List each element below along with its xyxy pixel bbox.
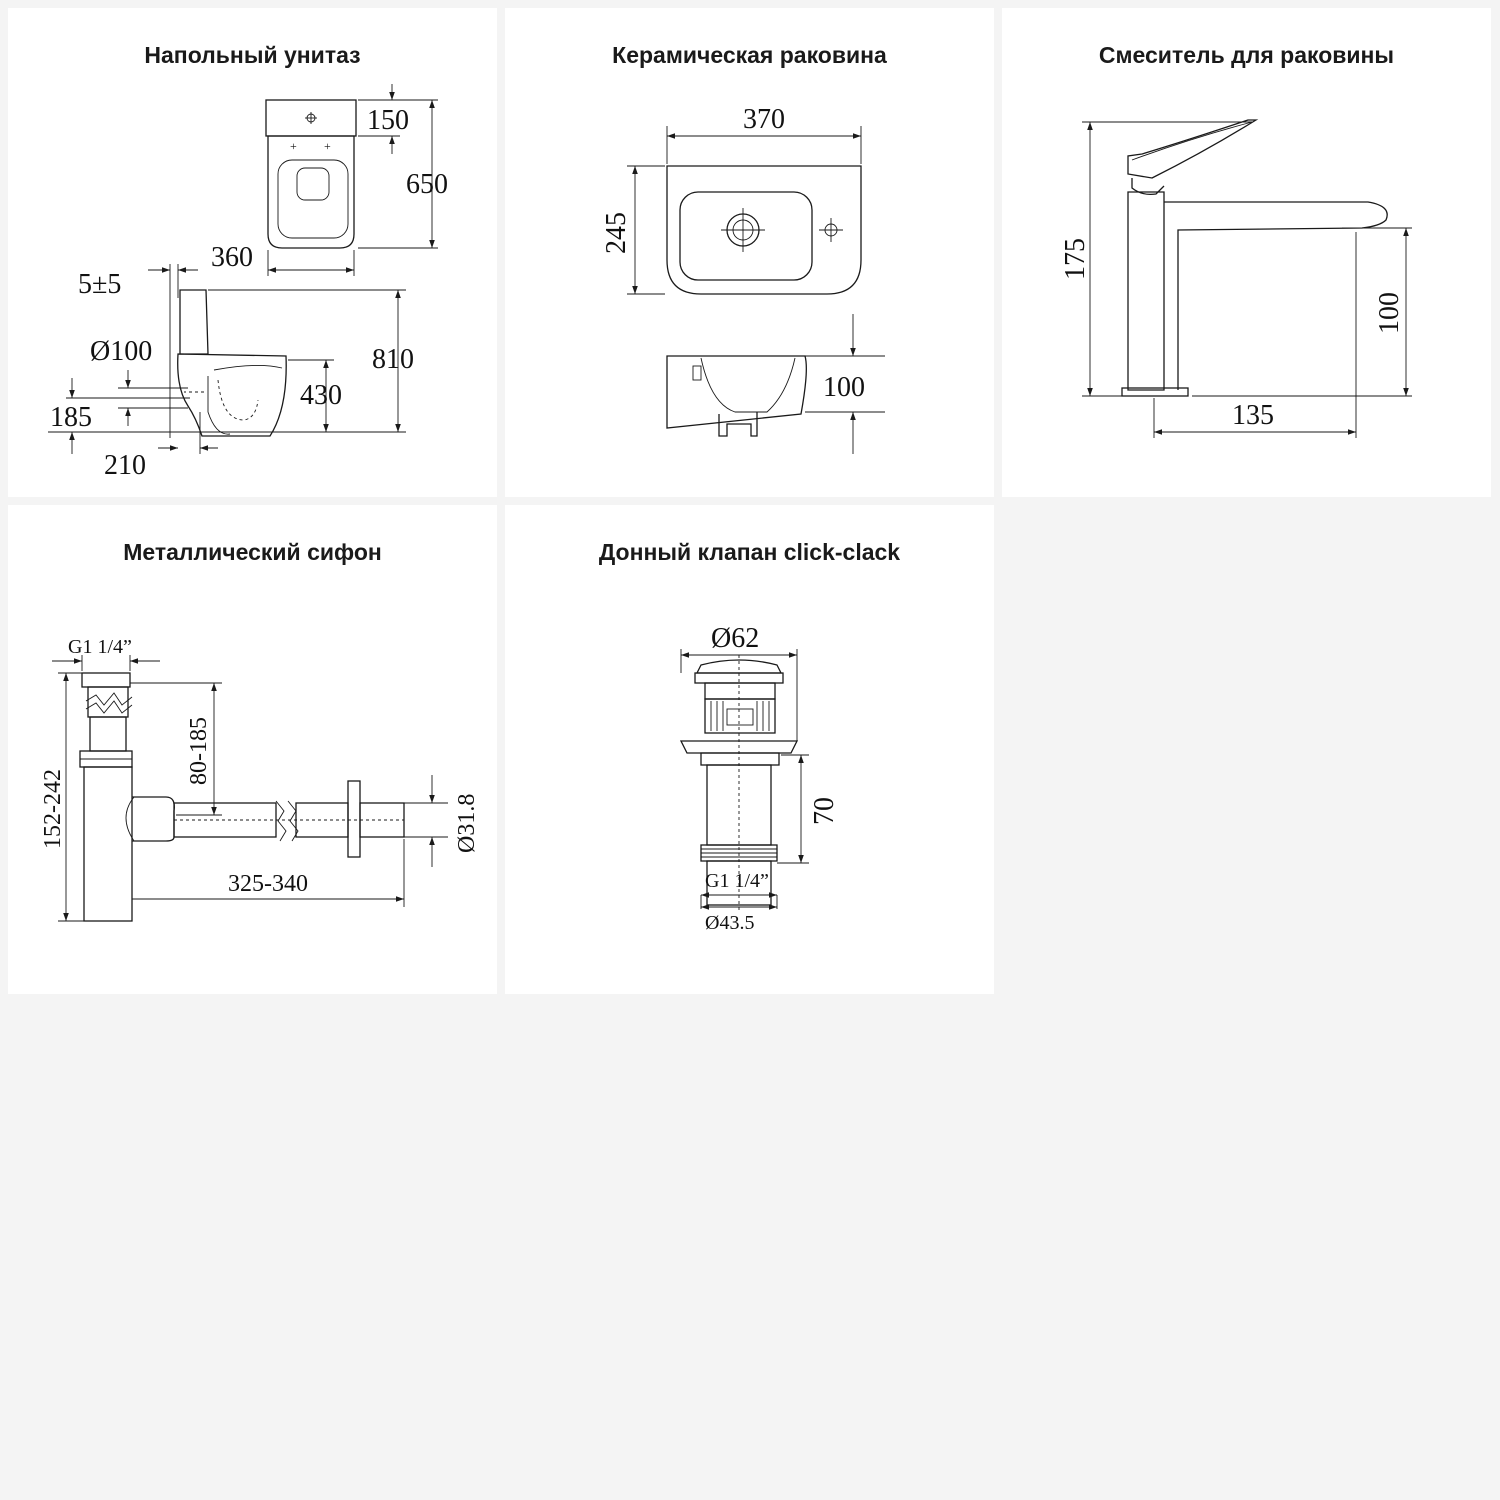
dim-label: 650 <box>406 169 448 200</box>
panel-siphon: Металлический сифон G1 1/4” <box>8 505 497 994</box>
dim-label: 210 <box>104 450 146 481</box>
dim-label: 370 <box>743 104 785 135</box>
sink-top-view <box>666 165 862 295</box>
svg-text:+: + <box>290 139 297 153</box>
toilet-top-view: + + <box>265 99 357 249</box>
siphon-drawing: G1 1/4” 152-242 80-185 Ø31.8 325-340 <box>40 636 480 922</box>
sink-drawing: 370 245 100 <box>601 104 885 454</box>
dim-label: 245 <box>601 212 632 254</box>
sink-side-view <box>666 355 807 437</box>
valve-drawing: Ø62 70 G1 1/4” Ø43.5 <box>679 623 840 934</box>
dim-label: Ø100 <box>90 336 152 367</box>
dim-label: 175 <box>1060 238 1091 280</box>
dim-label: 325-340 <box>228 871 308 897</box>
panel-title: Донный клапан click-clack <box>598 539 901 565</box>
dim-label: 5±5 <box>78 269 121 300</box>
bottom-thread <box>701 848 777 858</box>
dim-label: 360 <box>211 242 253 273</box>
dim-label: 185 <box>50 402 92 433</box>
siphon-outline <box>79 672 405 922</box>
dim-label: 152-242 <box>40 769 66 849</box>
panel-title: Смеситель для раковины <box>1098 42 1395 68</box>
panel-sink: Керамическая раковина 370 245 <box>505 8 994 497</box>
dim-label: Ø43.5 <box>705 912 754 934</box>
svg-text:+: + <box>324 139 331 153</box>
dim-label: 430 <box>300 380 342 411</box>
dim-label: G1 1/4” <box>68 636 132 658</box>
panel-faucet: Смеситель для раковины 175 100 135 <box>1002 8 1491 497</box>
dim-label: 100 <box>1374 292 1405 334</box>
dim-label: 810 <box>372 344 414 375</box>
toilet-drawing: + + 150 650 360 5±5 <box>48 84 448 481</box>
dim-label: 135 <box>1232 400 1274 431</box>
panel-title: Керамическая раковина <box>612 42 887 68</box>
dim-label: Ø62 <box>711 623 759 654</box>
dim-label: 150 <box>367 105 409 136</box>
dim-label: 80-185 <box>186 717 212 785</box>
faucet-outline <box>1121 119 1388 397</box>
valve-outline <box>679 655 799 913</box>
panel-valve: Донный клапан click-clack <box>505 505 994 994</box>
panel-title: Напольный унитаз <box>144 42 361 68</box>
dim-label: 100 <box>823 372 865 403</box>
thread-lines <box>710 701 770 731</box>
dim-label: Ø31.8 <box>454 794 480 853</box>
panel-toilet: Напольный унитаз + + 150 650 360 5±5 <box>8 8 497 497</box>
toilet-side-view <box>177 289 287 437</box>
faucet-drawing: 175 100 135 <box>1060 119 1412 438</box>
panel-title: Металлический сифон <box>123 539 382 565</box>
dim-label: G1 1/4” <box>705 870 769 892</box>
dim-label: 70 <box>809 797 840 825</box>
